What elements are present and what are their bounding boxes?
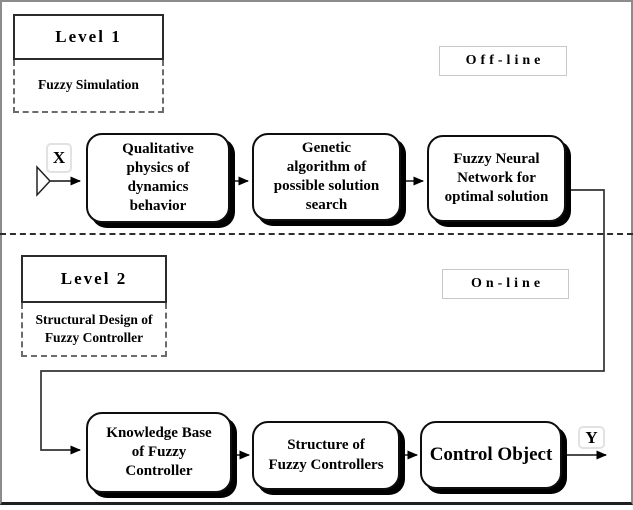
- knowledge-base-label: Knowledge Base of Fuzzy Controller: [106, 424, 212, 480]
- level1-title-box: Level 1: [13, 14, 164, 60]
- level1-title: Level 1: [55, 27, 122, 46]
- offline-mode-label-box: Off-line: [439, 46, 567, 76]
- feedback-connector-fnn-to-knowledge-base: [40, 189, 605, 455]
- level2-subtitle: Structural Design of Fuzzy Controller: [35, 311, 153, 345]
- process-box-genetic-algorithm: Genetic algorithm of possible solution s…: [252, 133, 401, 221]
- input-x-label: X: [52, 148, 66, 167]
- control-object-label: Control Object: [429, 443, 553, 465]
- structure-controllers-label: Structure of Fuzzy Controllers: [268, 437, 384, 473]
- output-y-label-box: Y: [578, 426, 605, 449]
- input-port-icon: [36, 165, 52, 197]
- level1-subtitle-box: Fuzzy Simulation: [13, 60, 164, 113]
- level2-subtitle-box: Structural Design of Fuzzy Controller: [21, 303, 167, 357]
- process-box-qualitative-physics: Qualitative physics of dynamics behavior: [86, 133, 230, 223]
- online-mode-label-box: On-line: [442, 269, 569, 299]
- level2-title: Level 2: [60, 269, 128, 288]
- process-box-structure-controllers: Structure of Fuzzy Controllers: [252, 421, 400, 490]
- level1-subtitle: Fuzzy Simulation: [38, 77, 139, 93]
- input-x-label-box: X: [46, 143, 72, 173]
- process-box-knowledge-base: Knowledge Base of Fuzzy Controller: [86, 412, 232, 493]
- genetic-algorithm-label: Genetic algorithm of possible solution s…: [273, 139, 380, 214]
- process-box-fuzzy-neural-network: Fuzzy Neural Network for optimal solutio…: [427, 135, 566, 222]
- qualitative-physics-label: Qualitative physics of dynamics behavior: [122, 140, 194, 215]
- fuzzy-neural-network-label: Fuzzy Neural Network for optimal solutio…: [444, 150, 549, 206]
- offline-mode-label: Off-line: [465, 53, 545, 68]
- level2-title-box: Level 2: [21, 255, 167, 303]
- offline-online-divider: [0, 233, 633, 235]
- online-mode-label: On-line: [470, 276, 545, 291]
- process-box-control-object: Control Object: [420, 421, 562, 489]
- output-y-label: Y: [585, 427, 598, 447]
